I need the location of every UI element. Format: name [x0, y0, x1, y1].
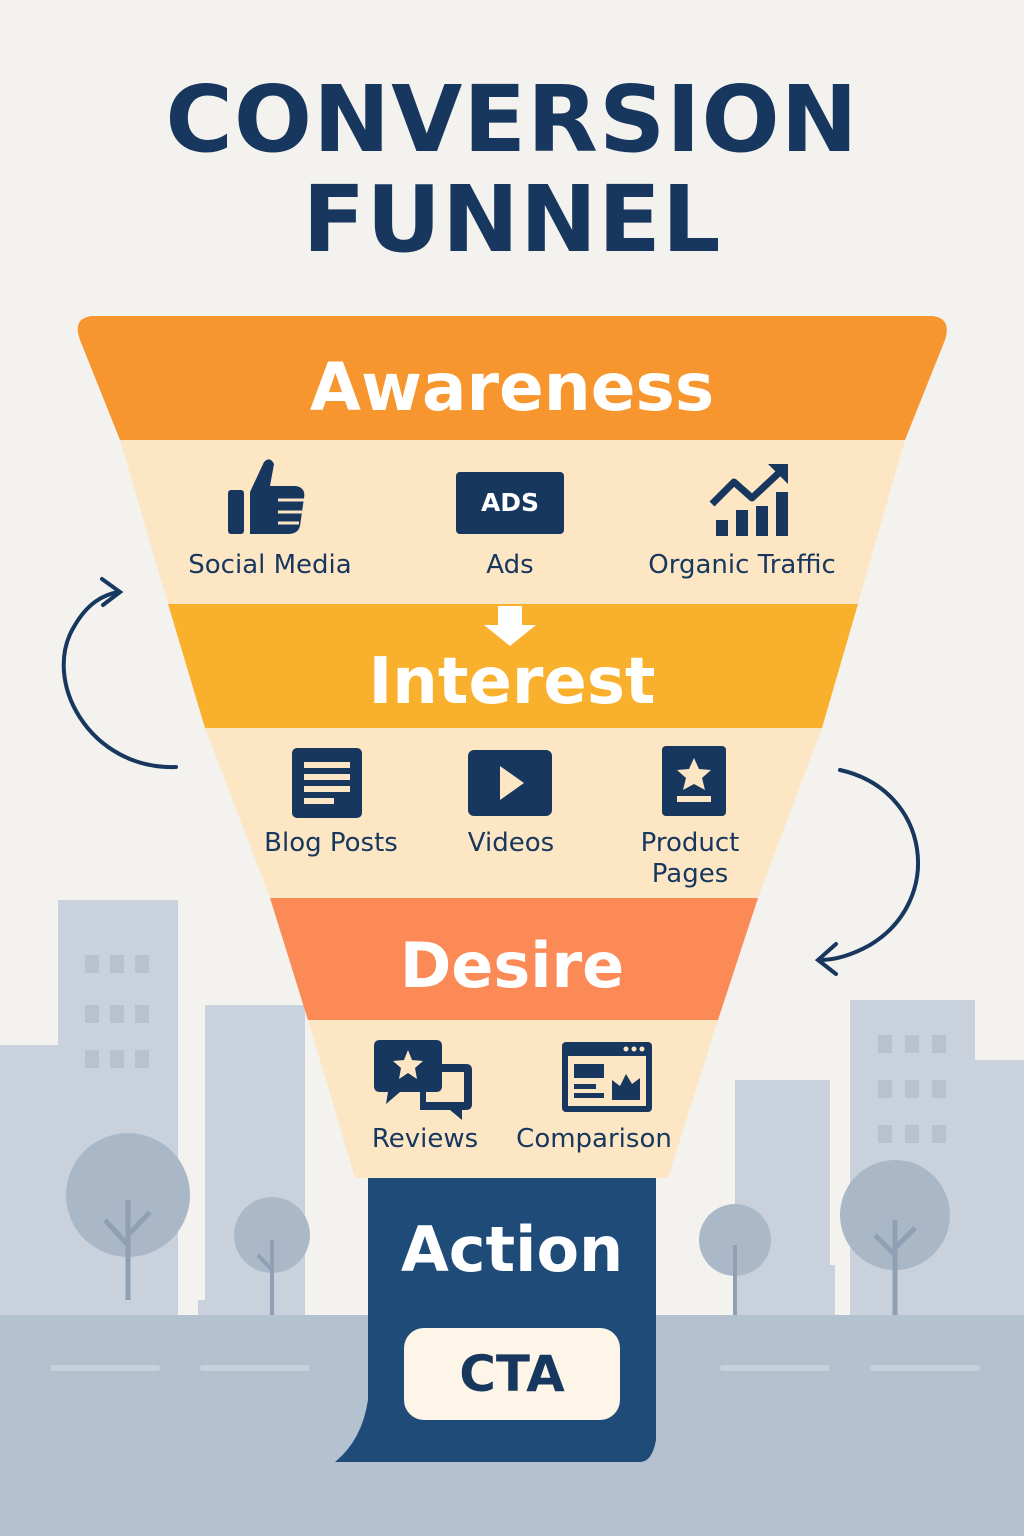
review-chat-icon — [374, 1040, 472, 1120]
growth-chart-icon — [709, 464, 788, 536]
item-comparison-label: Comparison — [516, 1124, 672, 1154]
item-organic-traffic-label: Organic Traffic — [648, 550, 836, 580]
item-videos-label: Videos — [467, 828, 555, 858]
cta-button[interactable]: CTA — [404, 1328, 620, 1420]
thumbs-up-icon — [228, 459, 305, 534]
item-product-pages-label: Product Pages — [641, 828, 740, 890]
product-pages-line-2: Pages — [651, 859, 729, 889]
building-windows — [85, 955, 946, 1143]
curved-arrow-right-icon — [814, 768, 920, 976]
stage-desire-label: Desire — [399, 929, 625, 1002]
stage-action-label: Action — [400, 1213, 624, 1286]
tree-left — [66, 1133, 310, 1315]
interest-band — [168, 604, 858, 728]
desire-band — [270, 898, 758, 1020]
stage-awareness-label: Awareness — [309, 349, 715, 426]
ads-icon: ADS — [456, 472, 564, 534]
ads-badge-text: ADS — [480, 488, 540, 517]
item-ads-label: Ads — [486, 550, 534, 580]
curved-arrow-left-icon — [61, 577, 178, 770]
product-pages-line-1: Product — [640, 828, 740, 858]
title-line-2: FUNNEL — [302, 166, 722, 273]
document-icon — [292, 748, 362, 818]
item-blog-posts-label: Blog Posts — [264, 828, 398, 858]
road-dashes — [50, 1365, 980, 1371]
down-arrow-icon — [484, 606, 536, 646]
product-page-icon — [662, 746, 726, 816]
stage-interest-label: Interest — [368, 645, 656, 719]
title-line-1: CONVERSION — [165, 66, 859, 173]
play-icon — [468, 750, 552, 816]
page-title: CONVERSION FUNNEL — [0, 70, 1024, 270]
item-social-media-label: Social Media — [188, 550, 352, 580]
tree-right — [699, 1160, 950, 1320]
item-reviews-label: Reviews — [371, 1124, 479, 1154]
comparison-window-icon — [562, 1042, 652, 1112]
awareness-band — [77, 316, 947, 440]
